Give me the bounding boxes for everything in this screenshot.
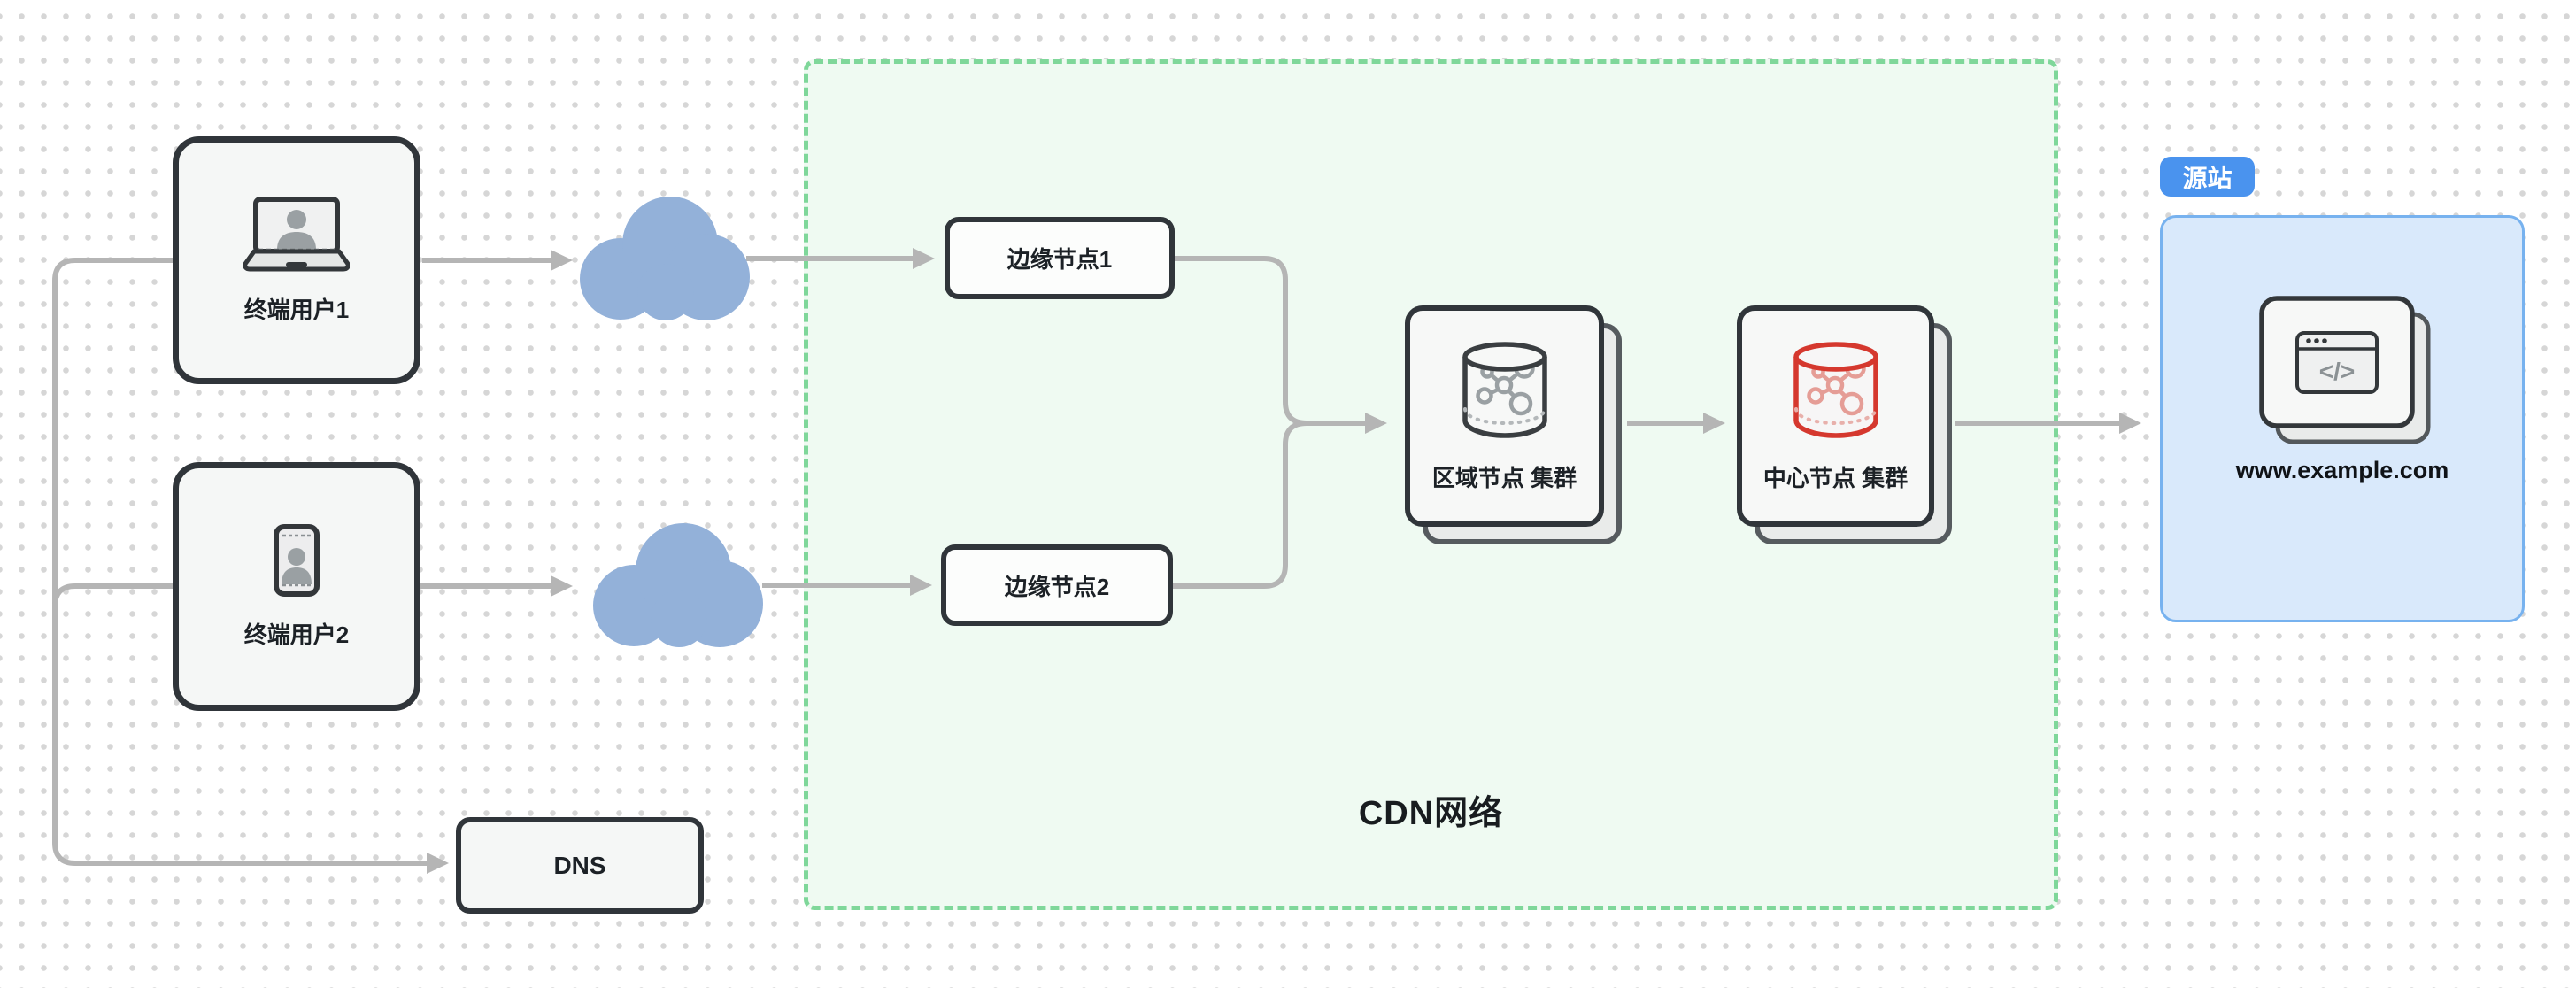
node-label: 终端用户2 — [243, 621, 350, 648]
node-central-cluster: 中心节点 集群 — [1737, 305, 1934, 527]
node-end-user-2: 终端用户2 — [173, 462, 420, 711]
browser-code-window-icon: </> — [2259, 296, 2431, 449]
origin-badge: 源站 — [2160, 157, 2255, 197]
node-dns: DNS — [456, 817, 704, 914]
database-network-icon — [1458, 339, 1552, 452]
mobile-user-icon — [273, 523, 320, 601]
node-end-user-1: 终端用户1 — [173, 136, 420, 384]
cdn-network-title: CDN网络 — [1358, 795, 1504, 832]
connector-edge2-to-regional-merge — [1173, 421, 1307, 589]
node-edge-node-2: 边缘节点2 — [941, 544, 1173, 626]
node-label: 边缘节点2 — [1004, 573, 1110, 600]
cloud-icon-1 — [580, 197, 750, 320]
connector-user2-to-dns-merge — [52, 583, 173, 624]
node-label: 边缘节点1 — [1006, 246, 1113, 273]
node-label: 终端用户1 — [243, 297, 350, 323]
cloud-icon-2 — [593, 523, 763, 647]
origin-badge-label: 源站 — [2182, 164, 2233, 192]
node-label: 区域节点 集群 — [1431, 465, 1577, 491]
laptop-user-icon — [243, 196, 351, 276]
node-label: 中心节点 集群 — [1762, 465, 1909, 491]
origin-url: www.example.com — [2235, 457, 2449, 483]
node-label: DNS — [553, 851, 606, 879]
connector-edge1-to-regional — [1175, 256, 1387, 434]
connector-user1-to-dns — [52, 258, 449, 874]
node-edge-node-1: 边缘节点1 — [945, 217, 1175, 299]
node-regional-cluster: 区域节点 集群 — [1405, 305, 1604, 527]
code-glyph: </> — [2319, 358, 2355, 385]
database-network-icon-red — [1789, 339, 1883, 452]
